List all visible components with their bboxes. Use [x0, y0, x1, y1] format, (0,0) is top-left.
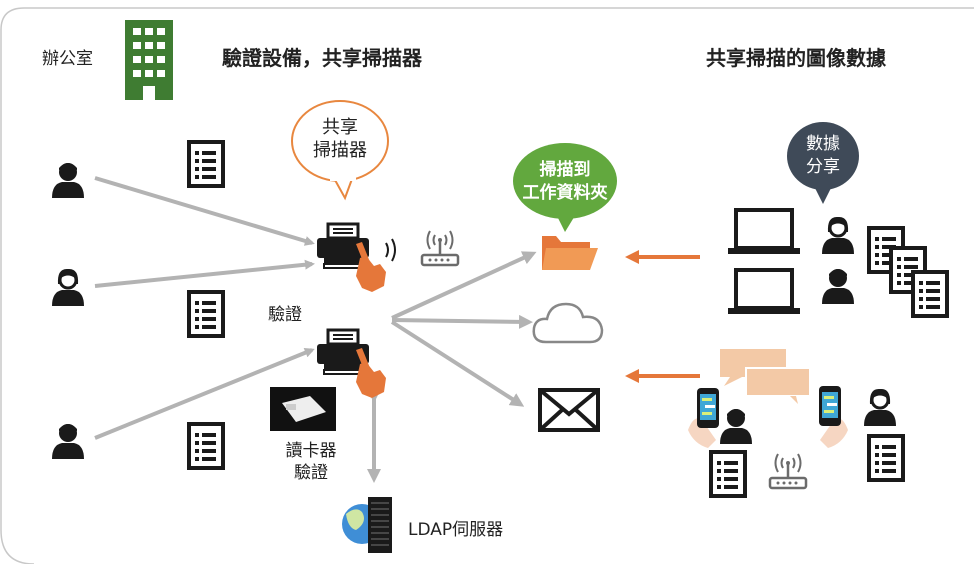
ldap-label: LDAP伺服器: [408, 520, 504, 540]
card-reader-line: 驗證: [294, 463, 328, 483]
document-icon: [709, 450, 747, 498]
document-icon: [867, 434, 905, 482]
card-reader-icon: [270, 387, 336, 431]
bubble-line: 數據: [806, 134, 840, 154]
hand-icon: [356, 242, 386, 292]
user-icon: [50, 267, 86, 308]
right-title: 共享掃描的圖像數據: [706, 46, 886, 70]
scan-to-folder-text: 掃描到 工作資料夾: [510, 159, 620, 205]
bubble-line: 掃描到: [539, 160, 591, 180]
document-icon: [187, 422, 225, 470]
bubble-line: 工作資料夾: [522, 183, 608, 203]
hand-right-icon: [820, 418, 848, 448]
left-title: 驗證設備，共享掃描器: [222, 46, 422, 70]
wifi-router-icon: [768, 452, 808, 490]
card-reader-line: 讀卡器: [285, 441, 337, 461]
user-icon: [720, 409, 752, 444]
user-icon: [862, 387, 898, 428]
orange-arrows: [625, 250, 700, 383]
hand-left-icon: [688, 418, 716, 448]
data-sharing-bubble: [787, 122, 859, 204]
hand-icon: [356, 348, 386, 398]
chat-bubble-icon: [720, 349, 811, 404]
bubble-line: 分享: [806, 157, 840, 177]
signal-icon: [385, 238, 396, 262]
wifi-router-icon: [420, 229, 460, 267]
card-reader-label: 讀卡器 驗證: [276, 440, 346, 484]
smartphone-icon: [819, 386, 841, 426]
user-icon: [820, 215, 856, 256]
mail-icon: [538, 388, 600, 432]
user-icon: [52, 163, 84, 198]
server-icon: [342, 497, 392, 553]
user-to-scanner-arrows: [94, 176, 315, 440]
document-icon: [911, 270, 949, 318]
folder-icon: [542, 236, 598, 270]
user-icon: [52, 424, 84, 459]
auth-label: 驗證: [268, 305, 302, 325]
bubble-line: 掃描器: [313, 140, 367, 161]
shared-scanner-text: 共享 掃描器: [294, 116, 386, 162]
bubble-line: 共享: [322, 117, 358, 138]
laptop-icon: [726, 208, 802, 256]
shared-scanner-bubble: [291, 100, 389, 201]
office-label: 辦公室: [42, 49, 93, 69]
laptop-icon: [726, 268, 802, 316]
document-icon: [187, 290, 225, 338]
user-icon: [822, 269, 854, 304]
building-icon: [125, 20, 173, 100]
distribution-arrows: [367, 251, 537, 483]
document-icon: [187, 140, 225, 188]
scan-to-folder-bubble: [513, 143, 617, 232]
cloud-icon: [532, 302, 604, 344]
data-sharing-text: 數據 分享: [790, 133, 856, 179]
smartphone-icon: [697, 388, 719, 428]
